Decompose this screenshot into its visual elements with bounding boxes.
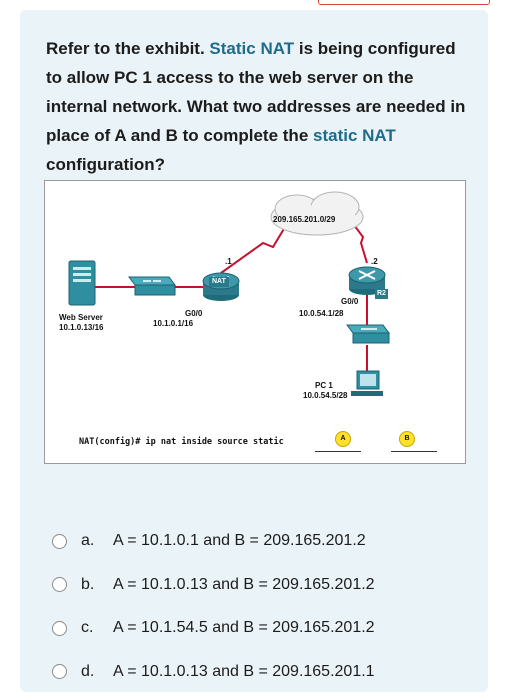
option-b-letter: b. [81, 575, 95, 593]
web-server-ip: 10.1.0.13/16 [59, 323, 104, 332]
radio-option-d[interactable] [52, 664, 67, 679]
switch-icon-pc-lan [346, 324, 390, 344]
pc-name: PC 1 [315, 381, 333, 390]
option-a-letter: a. [81, 532, 95, 549]
r2-serial-octet: .2 [371, 257, 378, 266]
web-server-name: Web Server [59, 313, 103, 322]
topology-svg [68, 191, 390, 396]
question-part-2: is being configured to allow PC 1 access… [46, 39, 466, 145]
radio-option-a[interactable] [52, 533, 67, 549]
nat-g0-label: G0/0 [185, 309, 203, 318]
serial-link-nat-cloud [220, 216, 292, 274]
switch-icon-lan [128, 276, 176, 296]
cli-command: NAT(config)# ip nat inside source static [79, 437, 284, 447]
radio-option-b[interactable] [52, 577, 67, 592]
pc-ip: 10.0.54.5/28 [303, 391, 348, 400]
serial-link-cloud-r2 [350, 220, 368, 264]
blank-b-marker: B [399, 431, 415, 447]
cloud-network-label: 209.165.201.0/29 [273, 215, 336, 224]
top-tab-outline [318, 0, 490, 5]
option-c[interactable]: c. A = 10.1.54.5 and B = 209.165.201.2 [52, 607, 472, 649]
r2-router-label: R2 [375, 289, 388, 299]
web-server-icon [68, 260, 96, 306]
option-a[interactable]: a. A = 10.1.0.1 and B = 209.165.201.2 [52, 520, 472, 562]
nat-g0-ip: 10.1.0.1/16 [153, 319, 194, 328]
question-part-1: Refer to the exhibit. [46, 39, 210, 58]
option-d-letter: d. [81, 662, 95, 680]
blank-a-marker: A [335, 431, 351, 447]
exhibit-diagram: 209.165.201.0/29 NAT R2 .1 .2 G0/0 10.1.… [44, 180, 466, 464]
option-d-text: A = 10.1.0.13 and B = 209.165.201.1 [113, 662, 375, 680]
question-highlight-1: Static NAT [209, 39, 295, 58]
option-b-text: A = 10.1.0.13 and B = 209.165.201.2 [113, 575, 375, 593]
nat-serial-octet: .1 [225, 257, 232, 266]
r2-g0-ip: 10.0.54.1/28 [299, 309, 344, 318]
pc-icon [351, 370, 383, 396]
answer-options: a. A = 10.1.0.1 and B = 209.165.201.2 b.… [52, 520, 472, 694]
radio-option-c[interactable] [52, 620, 67, 636]
option-c-letter: c. [81, 619, 94, 636]
option-a-text: A = 10.1.0.1 and B = 209.165.201.2 [113, 532, 366, 549]
r2-g0-label: G0/0 [341, 297, 359, 306]
nat-router-label: NAT [209, 277, 229, 287]
question-text: Refer to the exhibit. Static NAT is bein… [46, 34, 466, 179]
question-highlight-2: static NAT [313, 126, 396, 145]
option-b[interactable]: b. A = 10.1.0.13 and B = 209.165.201.2 [52, 564, 472, 606]
internet-cloud [270, 191, 364, 236]
option-d[interactable]: d. A = 10.1.0.13 and B = 209.165.201.1 [52, 651, 472, 693]
option-c-text: A = 10.1.54.5 and B = 209.165.201.2 [113, 619, 375, 636]
question-part-3: configuration? [46, 155, 165, 174]
blank-b-line [391, 451, 437, 452]
blank-a-line [315, 451, 361, 452]
